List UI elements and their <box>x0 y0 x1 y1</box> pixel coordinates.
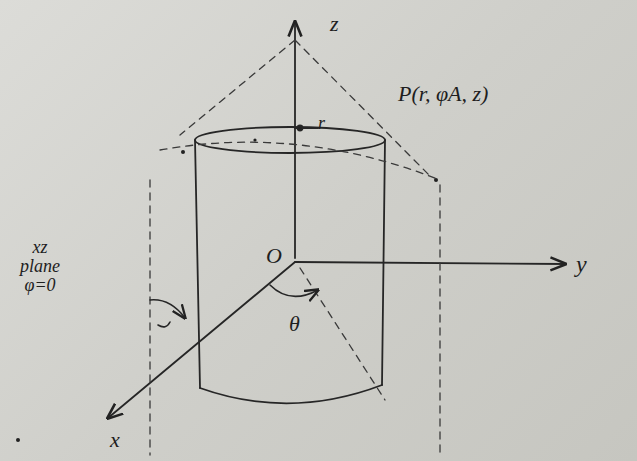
angle-label: θ <box>289 312 300 335</box>
dashed-vertical <box>149 180 150 455</box>
radius-label: r <box>318 114 325 133</box>
point-label: P(r, φA, z) <box>398 82 488 105</box>
cylinder-side <box>382 140 385 385</box>
dashed-cone <box>295 40 432 178</box>
axis-label: x <box>110 428 120 451</box>
origin-label: O <box>266 244 282 267</box>
dot-mark <box>434 178 438 182</box>
point-p <box>298 126 303 131</box>
cylinder-side <box>195 140 200 388</box>
dashed-vertical <box>439 185 440 455</box>
dot-mark <box>181 150 185 154</box>
angle-arc <box>270 285 318 296</box>
plane-arrow <box>150 300 185 318</box>
dashed-cone <box>180 40 295 135</box>
cylinder-top <box>195 127 385 153</box>
x-axis <box>108 262 295 418</box>
axis-label: y <box>576 252 587 277</box>
dot-mark <box>253 138 256 141</box>
dot-mark <box>16 438 20 442</box>
z-axis <box>294 22 296 258</box>
cylinder-bottom <box>200 385 382 403</box>
dashed-ellipse <box>160 142 440 180</box>
axis-label: z <box>330 12 339 35</box>
y-axis <box>295 262 565 264</box>
curl-mark <box>158 322 170 327</box>
dashed-plane <box>300 268 385 400</box>
plane-note: xz plane φ=0 <box>14 238 66 295</box>
